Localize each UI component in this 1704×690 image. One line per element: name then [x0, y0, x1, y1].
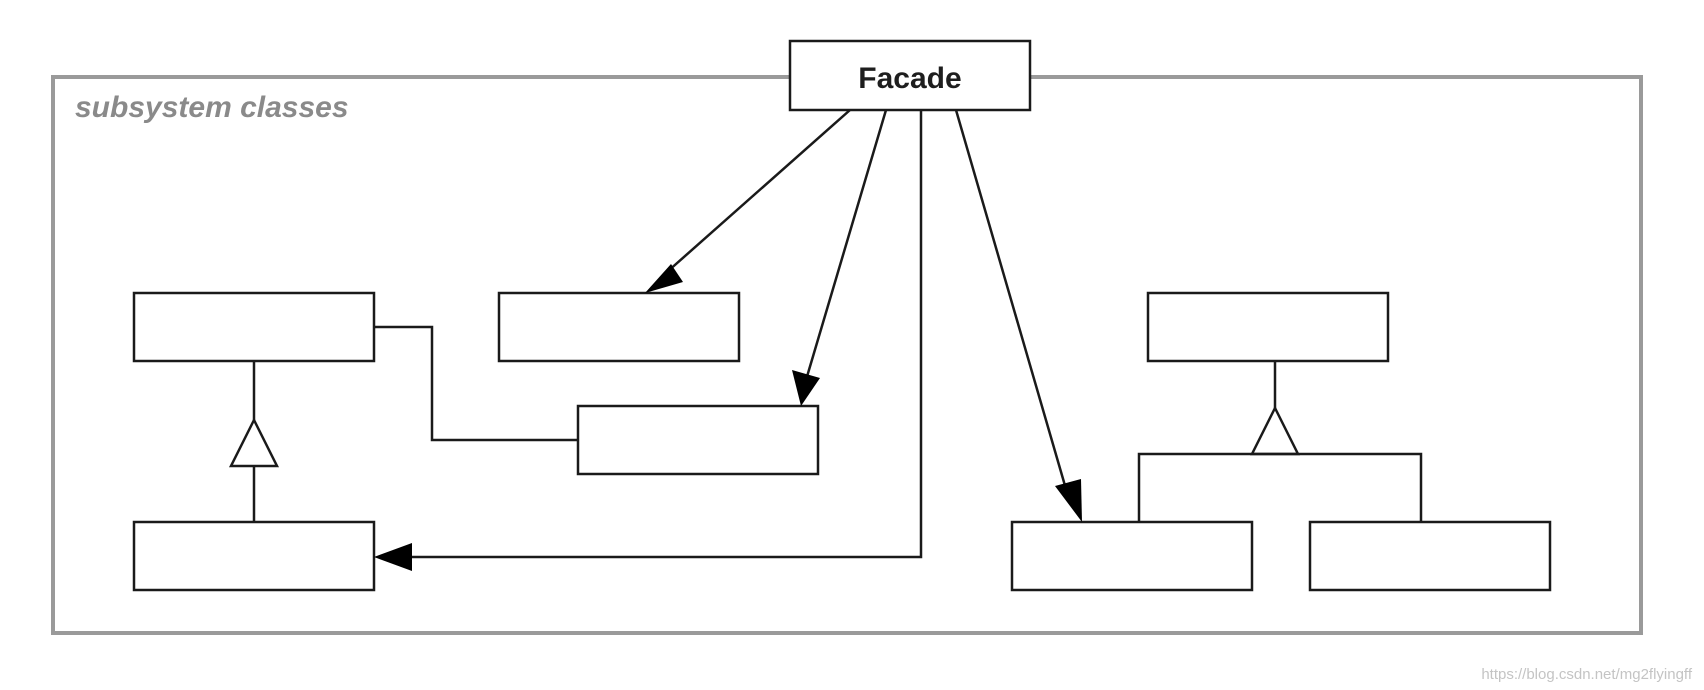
watermark-text: https://blog.csdn.net/mg2flyingff: [1481, 666, 1693, 683]
arrowhead-3: [374, 543, 412, 571]
inheritance-triangle-right: [1249, 405, 1301, 456]
class-box-center-middle: [576, 404, 820, 476]
facade-arrow-line-1: [666, 109, 851, 273]
association-line-left-to-center: [374, 325, 578, 442]
arrowhead-1: [645, 264, 683, 293]
facade-arrow-line-4: [954, 109, 1070, 497]
class-box-right-top: [1146, 291, 1390, 363]
subsystem-label: subsystem classes: [75, 91, 349, 124]
arrowhead-4: [1055, 479, 1082, 522]
facade-arrow-line-2: [804, 109, 888, 381]
inheritance-branch-right: [1137, 452, 1423, 522]
class-box-right-bottom-left: [1010, 520, 1254, 592]
facade-arrow-line-3: [402, 110, 923, 559]
class-box-left-top: [132, 291, 376, 363]
arrowhead-2: [792, 370, 820, 406]
facade-box: [788, 39, 1032, 112]
class-box-right-bottom-right: [1308, 520, 1552, 592]
class-box-left-bottom: [132, 520, 376, 592]
inheritance-triangle-left: [228, 417, 280, 468]
facade-label: Facade: [858, 62, 961, 95]
class-box-center-top: [497, 291, 741, 363]
